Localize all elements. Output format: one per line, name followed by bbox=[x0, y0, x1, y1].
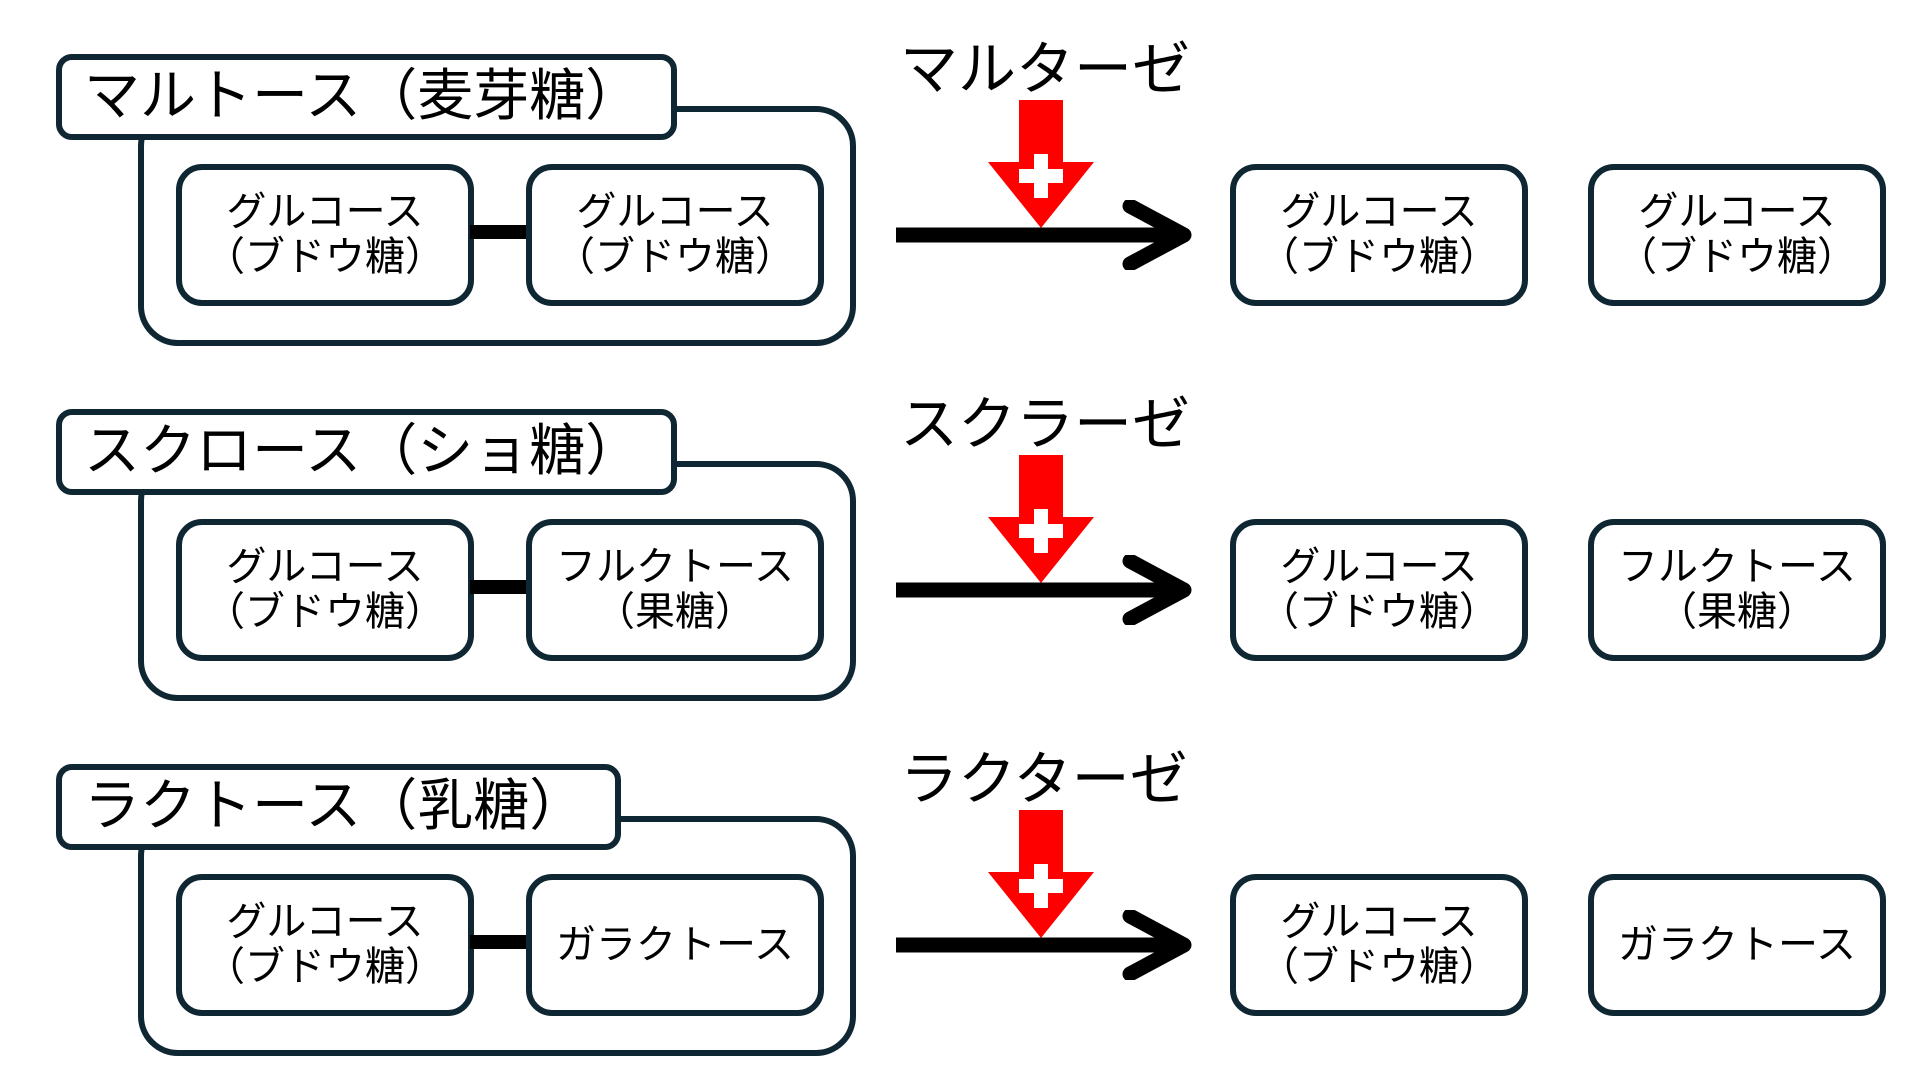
component-name: グルコース bbox=[576, 189, 774, 236]
red-down-arrow-with-plus-icon bbox=[988, 455, 1094, 583]
component-box-2: ガラクトース bbox=[526, 874, 824, 1016]
enzyme-label: マルターゼ bbox=[900, 35, 1191, 103]
product-box-1: グルコース （ブドウ糖） bbox=[1230, 874, 1528, 1016]
component-box-2: グルコース （ブドウ糖） bbox=[526, 164, 824, 306]
product-name: グルコース bbox=[1280, 899, 1478, 946]
product-name: フルクトース bbox=[1618, 544, 1856, 591]
product-box-1: グルコース （ブドウ糖） bbox=[1230, 164, 1528, 306]
component-common-name: （ブドウ糖） bbox=[205, 234, 445, 280]
product-common-name: （ブドウ糖） bbox=[1259, 589, 1499, 635]
component-name: グルコース bbox=[226, 899, 424, 946]
right-arrow-icon bbox=[896, 910, 1192, 980]
red-down-arrow-with-plus-icon bbox=[988, 810, 1094, 938]
right-arrow-icon bbox=[896, 555, 1192, 625]
product-common-name: （果糖） bbox=[1657, 589, 1817, 635]
component-name: ガラクトース bbox=[556, 921, 794, 968]
product-common-name: （ブドウ糖） bbox=[1259, 944, 1499, 990]
component-box-1: グルコース （ブドウ糖） bbox=[176, 164, 474, 306]
disaccharide-name: ラクトース（乳糖） bbox=[84, 774, 586, 839]
component-box-1: グルコース （ブドウ糖） bbox=[176, 874, 474, 1016]
component-box-1: グルコース （ブドウ糖） bbox=[176, 519, 474, 661]
product-name: グルコース bbox=[1280, 189, 1478, 236]
component-common-name: （ブドウ糖） bbox=[205, 944, 445, 990]
disaccharide-title: スクロース（ショ糖） bbox=[56, 409, 678, 495]
disaccharide-name: スクロース（ショ糖） bbox=[84, 419, 642, 484]
component-name: グルコース bbox=[226, 544, 424, 591]
product-common-name: （ブドウ糖） bbox=[1259, 234, 1499, 280]
component-name: グルコース bbox=[226, 189, 424, 236]
reaction-row-maltose: マルトース（麦芽糖） グルコース （ブドウ糖） グルコース （ブドウ糖） マルタ… bbox=[0, 0, 1920, 346]
disaccharide-name: マルトース（麦芽糖） bbox=[84, 64, 642, 129]
component-name: フルクトース bbox=[556, 544, 794, 591]
component-common-name: （ブドウ糖） bbox=[555, 234, 795, 280]
product-name: グルコース bbox=[1280, 544, 1478, 591]
reaction-row-sucrose: スクロース（ショ糖） グルコース （ブドウ糖） フルクトース （果糖） スクラー… bbox=[0, 355, 1920, 701]
disaccharide-title: ラクトース（乳糖） bbox=[56, 764, 622, 850]
glycosidic-bond bbox=[470, 935, 528, 949]
product-name: ガラクトース bbox=[1618, 921, 1856, 968]
glycosidic-bond bbox=[470, 580, 528, 594]
product-name: グルコース bbox=[1638, 189, 1836, 236]
reaction-row-lactose: ラクトース（乳糖） グルコース （ブドウ糖） ガラクトース ラクターゼ グルコー… bbox=[0, 710, 1920, 1056]
product-box-1: グルコース （ブドウ糖） bbox=[1230, 519, 1528, 661]
product-box-2: ガラクトース bbox=[1588, 874, 1886, 1016]
product-box-2: グルコース （ブドウ糖） bbox=[1588, 164, 1886, 306]
component-common-name: （果糖） bbox=[595, 589, 755, 635]
component-common-name: （ブドウ糖） bbox=[205, 589, 445, 635]
glycosidic-bond bbox=[470, 225, 528, 239]
right-arrow-icon bbox=[896, 200, 1192, 270]
red-down-arrow-with-plus-icon bbox=[988, 100, 1094, 228]
product-box-2: フルクトース （果糖） bbox=[1588, 519, 1886, 661]
product-common-name: （ブドウ糖） bbox=[1617, 234, 1857, 280]
enzyme-label: ラクターゼ bbox=[900, 745, 1188, 813]
enzyme-label: スクラーゼ bbox=[900, 390, 1191, 458]
disaccharide-title: マルトース（麦芽糖） bbox=[56, 54, 678, 140]
component-box-2: フルクトース （果糖） bbox=[526, 519, 824, 661]
